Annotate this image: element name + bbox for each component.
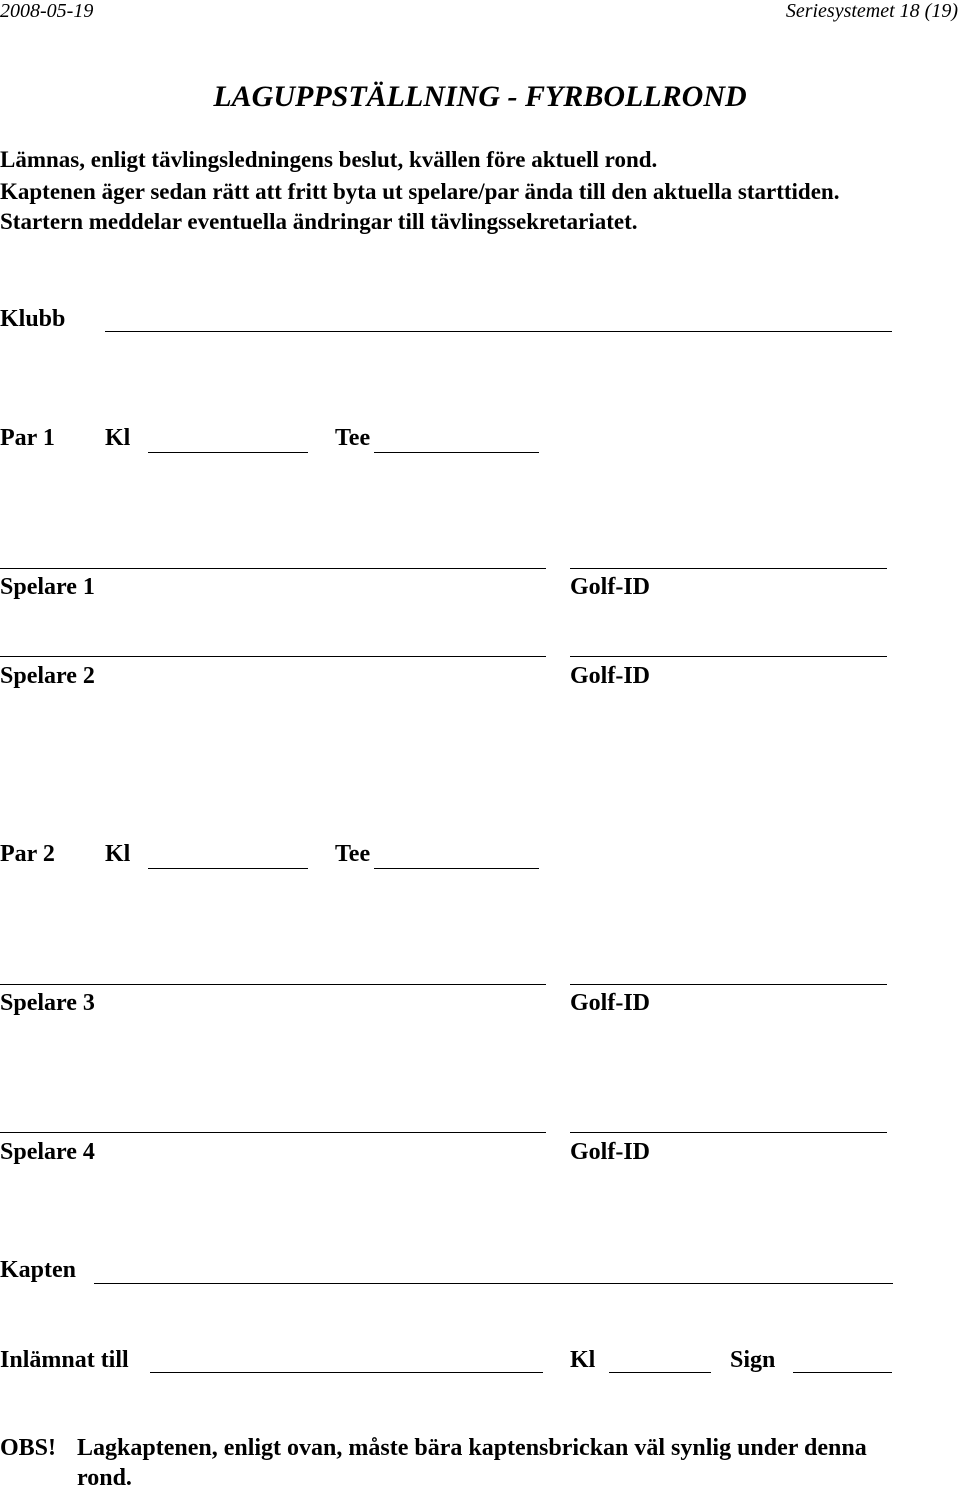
intro-line-3: Startern meddelar eventuella ändringar t… (0, 209, 638, 234)
sign-label: Sign (730, 1347, 776, 1373)
page-title: LAGUPPSTÄLLNING - FYRBOLLROND (213, 80, 747, 113)
inlamnat-till-label: Inlämnat till (0, 1347, 129, 1373)
kapten-field-line[interactable] (94, 1283, 893, 1284)
spelare-2-golf-id-line[interactable] (570, 656, 887, 657)
spelare-4-name-line[interactable] (0, 1132, 546, 1133)
spelare-4-label: Spelare 4 (0, 1139, 95, 1165)
intro-line-1: Lämnas, enligt tävlingsledningens beslut… (0, 147, 658, 172)
par-2-tee-label: Tee (335, 841, 371, 867)
spelare-2-label: Spelare 2 (0, 663, 95, 689)
obs-label: OBS! (0, 1435, 57, 1461)
spelare-1-golf-id-line[interactable] (570, 568, 887, 569)
spelare-2-name-line[interactable] (0, 656, 546, 657)
spelare-4-golf-id-label: Golf-ID (570, 1139, 650, 1165)
par-1-tee-label: Tee (335, 425, 371, 451)
klubb-label: Klubb (0, 306, 66, 332)
par-1-label: Par 1 (0, 425, 55, 451)
klubb-field-line[interactable] (105, 331, 892, 332)
spelare-1-label: Spelare 1 (0, 574, 95, 600)
inlamnat-kl-label: Kl (570, 1347, 596, 1373)
spelare-3-golf-id-label: Golf-ID (570, 990, 650, 1016)
spelare-2-golf-id-label: Golf-ID (570, 663, 650, 689)
par-2-label: Par 2 (0, 841, 55, 867)
header-date: 2008-05-19 (0, 0, 94, 22)
kapten-label: Kapten (0, 1257, 77, 1283)
intro-line-2: Kaptenen äger sedan rätt att fritt byta … (0, 179, 840, 204)
spelare-4-golf-id-line[interactable] (570, 1132, 887, 1133)
par-1-kl-label: Kl (105, 425, 131, 451)
inlamnat-till-field-line[interactable] (150, 1372, 543, 1373)
obs-note-line-2: rond. (77, 1465, 132, 1491)
sign-field-line[interactable] (793, 1372, 892, 1373)
par-1-kl-field-line[interactable] (148, 452, 308, 453)
spelare-3-name-line[interactable] (0, 984, 546, 985)
inlamnat-kl-field-line[interactable] (609, 1372, 711, 1373)
spelare-1-golf-id-label: Golf-ID (570, 574, 650, 600)
par-2-kl-label: Kl (105, 841, 131, 867)
par-1-tee-field-line[interactable] (374, 452, 539, 453)
par-2-tee-field-line[interactable] (374, 868, 539, 869)
spelare-1-name-line[interactable] (0, 568, 546, 569)
obs-note-line-1: Lagkaptenen, enligt ovan, måste bära kap… (77, 1435, 867, 1461)
header-page-info: Seriesystemet 18 (19) (785, 0, 958, 22)
spelare-3-golf-id-line[interactable] (570, 984, 887, 985)
par-2-kl-field-line[interactable] (148, 868, 308, 869)
spelare-3-label: Spelare 3 (0, 990, 95, 1016)
